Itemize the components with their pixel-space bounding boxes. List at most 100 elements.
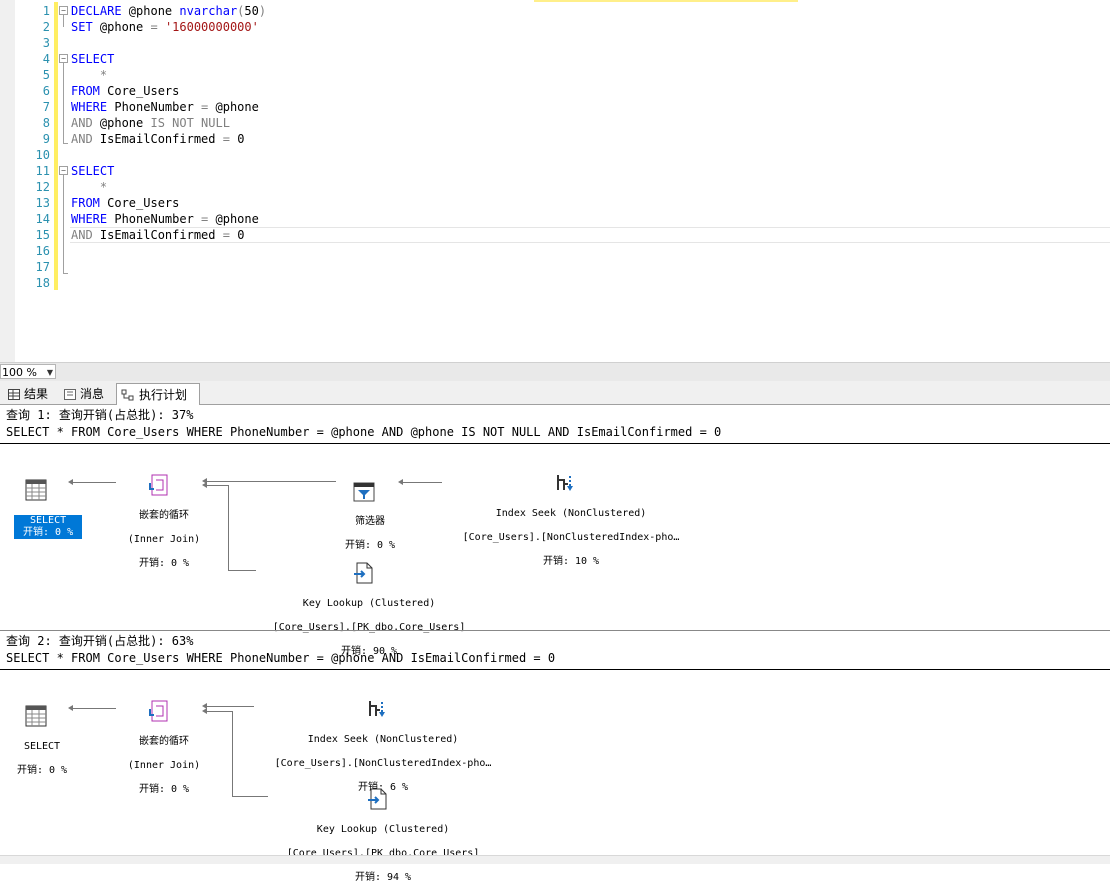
line-number: 2 — [42, 20, 50, 34]
plan-node-key-lookup[interactable]: Key Lookup (Clustered) [Core_Users].[PK_… — [250, 538, 476, 658]
query2-sql: SELECT * FROM Core_Users WHERE PhoneNumb… — [6, 651, 556, 665]
code-token: * — [99, 180, 108, 194]
node-cost: 开销: 0 % — [138, 558, 190, 569]
tab-results[interactable]: 结果 — [4, 384, 52, 404]
line-number: 14 — [35, 212, 50, 226]
code-token: AND — [71, 228, 93, 242]
code-text: FROM Core_Users — [71, 195, 179, 211]
node-label: 筛选器 — [355, 516, 386, 527]
tab-execution-plan[interactable]: 执行计划 — [116, 383, 200, 405]
plan-node-index-seek[interactable]: Index Seek (NonClustered) [Core_Users].[… — [252, 674, 502, 794]
node-cost: 开销: 90 % — [340, 646, 398, 657]
code-text: AND IsEmailConfirmed = 0 — [71, 131, 244, 147]
line-number: 13 — [35, 196, 50, 210]
chevron-down-icon[interactable]: ▼ — [46, 368, 53, 377]
code-token — [71, 180, 100, 194]
code-line[interactable]: 6 FROM Core_Users — [0, 83, 1110, 99]
code-line[interactable]: 4 SELECT — [0, 51, 1110, 67]
node-cost: 开销: 0 % — [344, 540, 396, 551]
fold-collapse-icon[interactable]: − — [59, 166, 68, 175]
editor-left-margin — [0, 0, 15, 362]
code-line[interactable]: 2 SET @phone = '16000000000' — [0, 19, 1110, 35]
node-cost: 开销: 0 % — [16, 765, 68, 776]
code-token: 50 — [244, 4, 259, 18]
fold-end — [63, 143, 68, 144]
zoom-select[interactable]: 100 % ▼ — [0, 364, 56, 379]
code-line[interactable]: 10 — [0, 147, 1110, 163]
code-line[interactable]: 15 AND IsEmailConfirmed = 0 — [0, 227, 1110, 243]
plan-node-filter[interactable]: 筛选器 开销: 0 % — [326, 458, 402, 552]
plan-arrow — [206, 706, 254, 707]
code-line[interactable]: 17 — [0, 259, 1110, 275]
line-number: 15 — [35, 228, 50, 242]
plan-arrow — [228, 570, 256, 571]
key-lookup-icon — [368, 788, 387, 810]
node-sub: [Core_Users].[NonClusteredIndex-pho… — [462, 532, 680, 543]
code-line[interactable]: 5 * — [0, 67, 1110, 83]
code-token: '16000000000' — [164, 20, 259, 34]
plan-node-key-lookup[interactable]: Key Lookup (Clustered) [Core_Users].[PK_… — [264, 764, 490, 884]
arrowhead — [398, 479, 403, 485]
node-sub: (Inner Join) — [127, 760, 201, 771]
nested-loops-icon — [149, 700, 168, 722]
code-token: PhoneNumber — [107, 100, 202, 114]
divider — [0, 669, 1110, 670]
code-text: AND IsEmailConfirmed = 0 — [71, 227, 244, 243]
code-token: PhoneNumber — [107, 212, 202, 226]
tab-messages[interactable]: 消息 — [60, 384, 108, 404]
code-line[interactable]: 16 — [0, 243, 1110, 259]
line-number: 1 — [42, 4, 50, 18]
code-text: WHERE PhoneNumber = @phone — [71, 99, 259, 115]
plan-node-index-seek[interactable]: Index Seek (NonClustered) [Core_Users].[… — [440, 448, 690, 568]
code-line[interactable]: 14 WHERE PhoneNumber = @phone — [0, 211, 1110, 227]
plan-arrow — [206, 711, 232, 712]
code-token: @phone — [208, 212, 259, 226]
tab-messages-label: 消息 — [80, 387, 105, 401]
horizontal-scrollbar[interactable] — [0, 855, 1110, 864]
query1-sql: SELECT * FROM Core_Users WHERE PhoneNumb… — [6, 425, 722, 439]
code-token: IsEmailConfirmed — [92, 132, 223, 146]
code-token: = — [201, 212, 209, 226]
code-text: WHERE PhoneNumber = @phone — [71, 211, 259, 227]
line-number: 4 — [42, 52, 50, 66]
plan-node-nested-loops[interactable]: 嵌套的循环 (Inner Join) 开销: 0 % — [110, 676, 206, 796]
node-sub: [Core_Users].[NonClusteredIndex-pho… — [274, 758, 492, 769]
line-number: 17 — [35, 260, 50, 274]
node-cost: 开销: 6 % — [357, 782, 409, 793]
fold-collapse-icon[interactable]: − — [59, 54, 68, 63]
code-text: SET @phone = '16000000000' — [71, 19, 259, 35]
plan-node-nested-loops[interactable]: 嵌套的循环 (Inner Join) 开销: 0 % — [110, 450, 206, 570]
code-token: @phone — [121, 4, 180, 18]
code-line[interactable]: 13 FROM Core_Users — [0, 195, 1110, 211]
nested-loops-icon — [149, 474, 168, 496]
code-token: IsEmailConfirmed — [92, 228, 223, 242]
node-cost: 开销: 10 % — [542, 556, 600, 567]
code-line[interactable]: 12 * — [0, 179, 1110, 195]
current-line-highlight — [70, 227, 1110, 243]
line-number: 6 — [42, 84, 50, 98]
line-number: 18 — [35, 276, 50, 290]
code-token: AND — [71, 116, 93, 130]
code-line[interactable]: 18 — [0, 275, 1110, 291]
code-text: * — [71, 179, 107, 195]
code-text: FROM Core_Users — [71, 83, 179, 99]
code-token: * — [99, 68, 108, 82]
code-token: SELECT — [71, 52, 115, 66]
code-token: FROM — [71, 84, 100, 98]
divider — [0, 630, 1110, 631]
plan-node-select[interactable]: SELECT 开销: 0 % — [2, 681, 70, 777]
editor-status-bar: 100 % ▼ — [0, 362, 1110, 381]
code-line[interactable]: 3 — [0, 35, 1110, 51]
code-token: Core_Users — [99, 196, 180, 210]
code-token: ( — [237, 4, 245, 18]
node-label: Key Lookup (Clustered) — [302, 598, 436, 609]
fold-collapse-icon[interactable]: − — [59, 6, 68, 15]
